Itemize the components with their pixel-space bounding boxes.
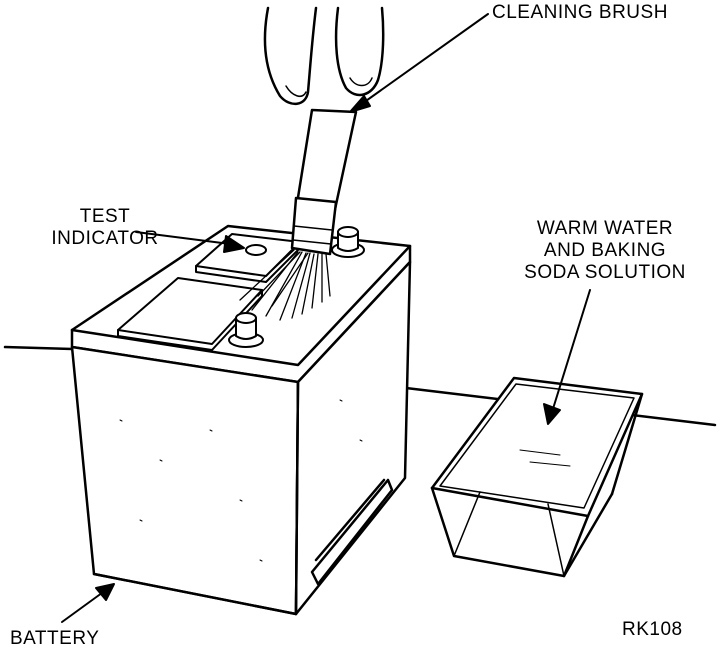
- hand-fingers: [263, 6, 385, 105]
- solution-tray: [430, 376, 644, 578]
- battery-label: BATTERY: [10, 628, 100, 649]
- solution-label-line-1: WARM WATER: [536, 218, 674, 239]
- test-indicator-eye: [245, 244, 267, 256]
- test-indicator-label-line-2: INDICATOR: [51, 228, 159, 249]
- battery-front: [70, 345, 300, 616]
- solution-label: WARM WATER AND BAKING SODA SOLUTION: [500, 218, 710, 284]
- solution-label-line-2: AND BAKING: [543, 240, 667, 261]
- terminal-post-front: [228, 312, 264, 348]
- tray-body: [430, 486, 590, 578]
- brush-ferrule: [290, 196, 338, 256]
- test-indicator-label-line-1: TEST: [79, 206, 131, 227]
- terminal-post-back: [331, 226, 365, 258]
- cleaning-brush: [239, 108, 358, 321]
- brush-bristles: [239, 249, 331, 321]
- solution-label-line-3: SODA SOLUTION: [524, 262, 686, 283]
- leader-lines: [61, 13, 591, 623]
- test-indicator-label: TEST INDICATOR: [40, 206, 170, 250]
- floor-line-left: [3, 345, 74, 351]
- battery: [70, 224, 412, 616]
- figure-code: RK108: [622, 619, 683, 640]
- battery-handle: [310, 478, 394, 586]
- battery-cover-left: [117, 277, 263, 345]
- cleaning-brush-label: CLEANING BRUSH: [492, 2, 668, 23]
- battery-shading: [119, 399, 363, 562]
